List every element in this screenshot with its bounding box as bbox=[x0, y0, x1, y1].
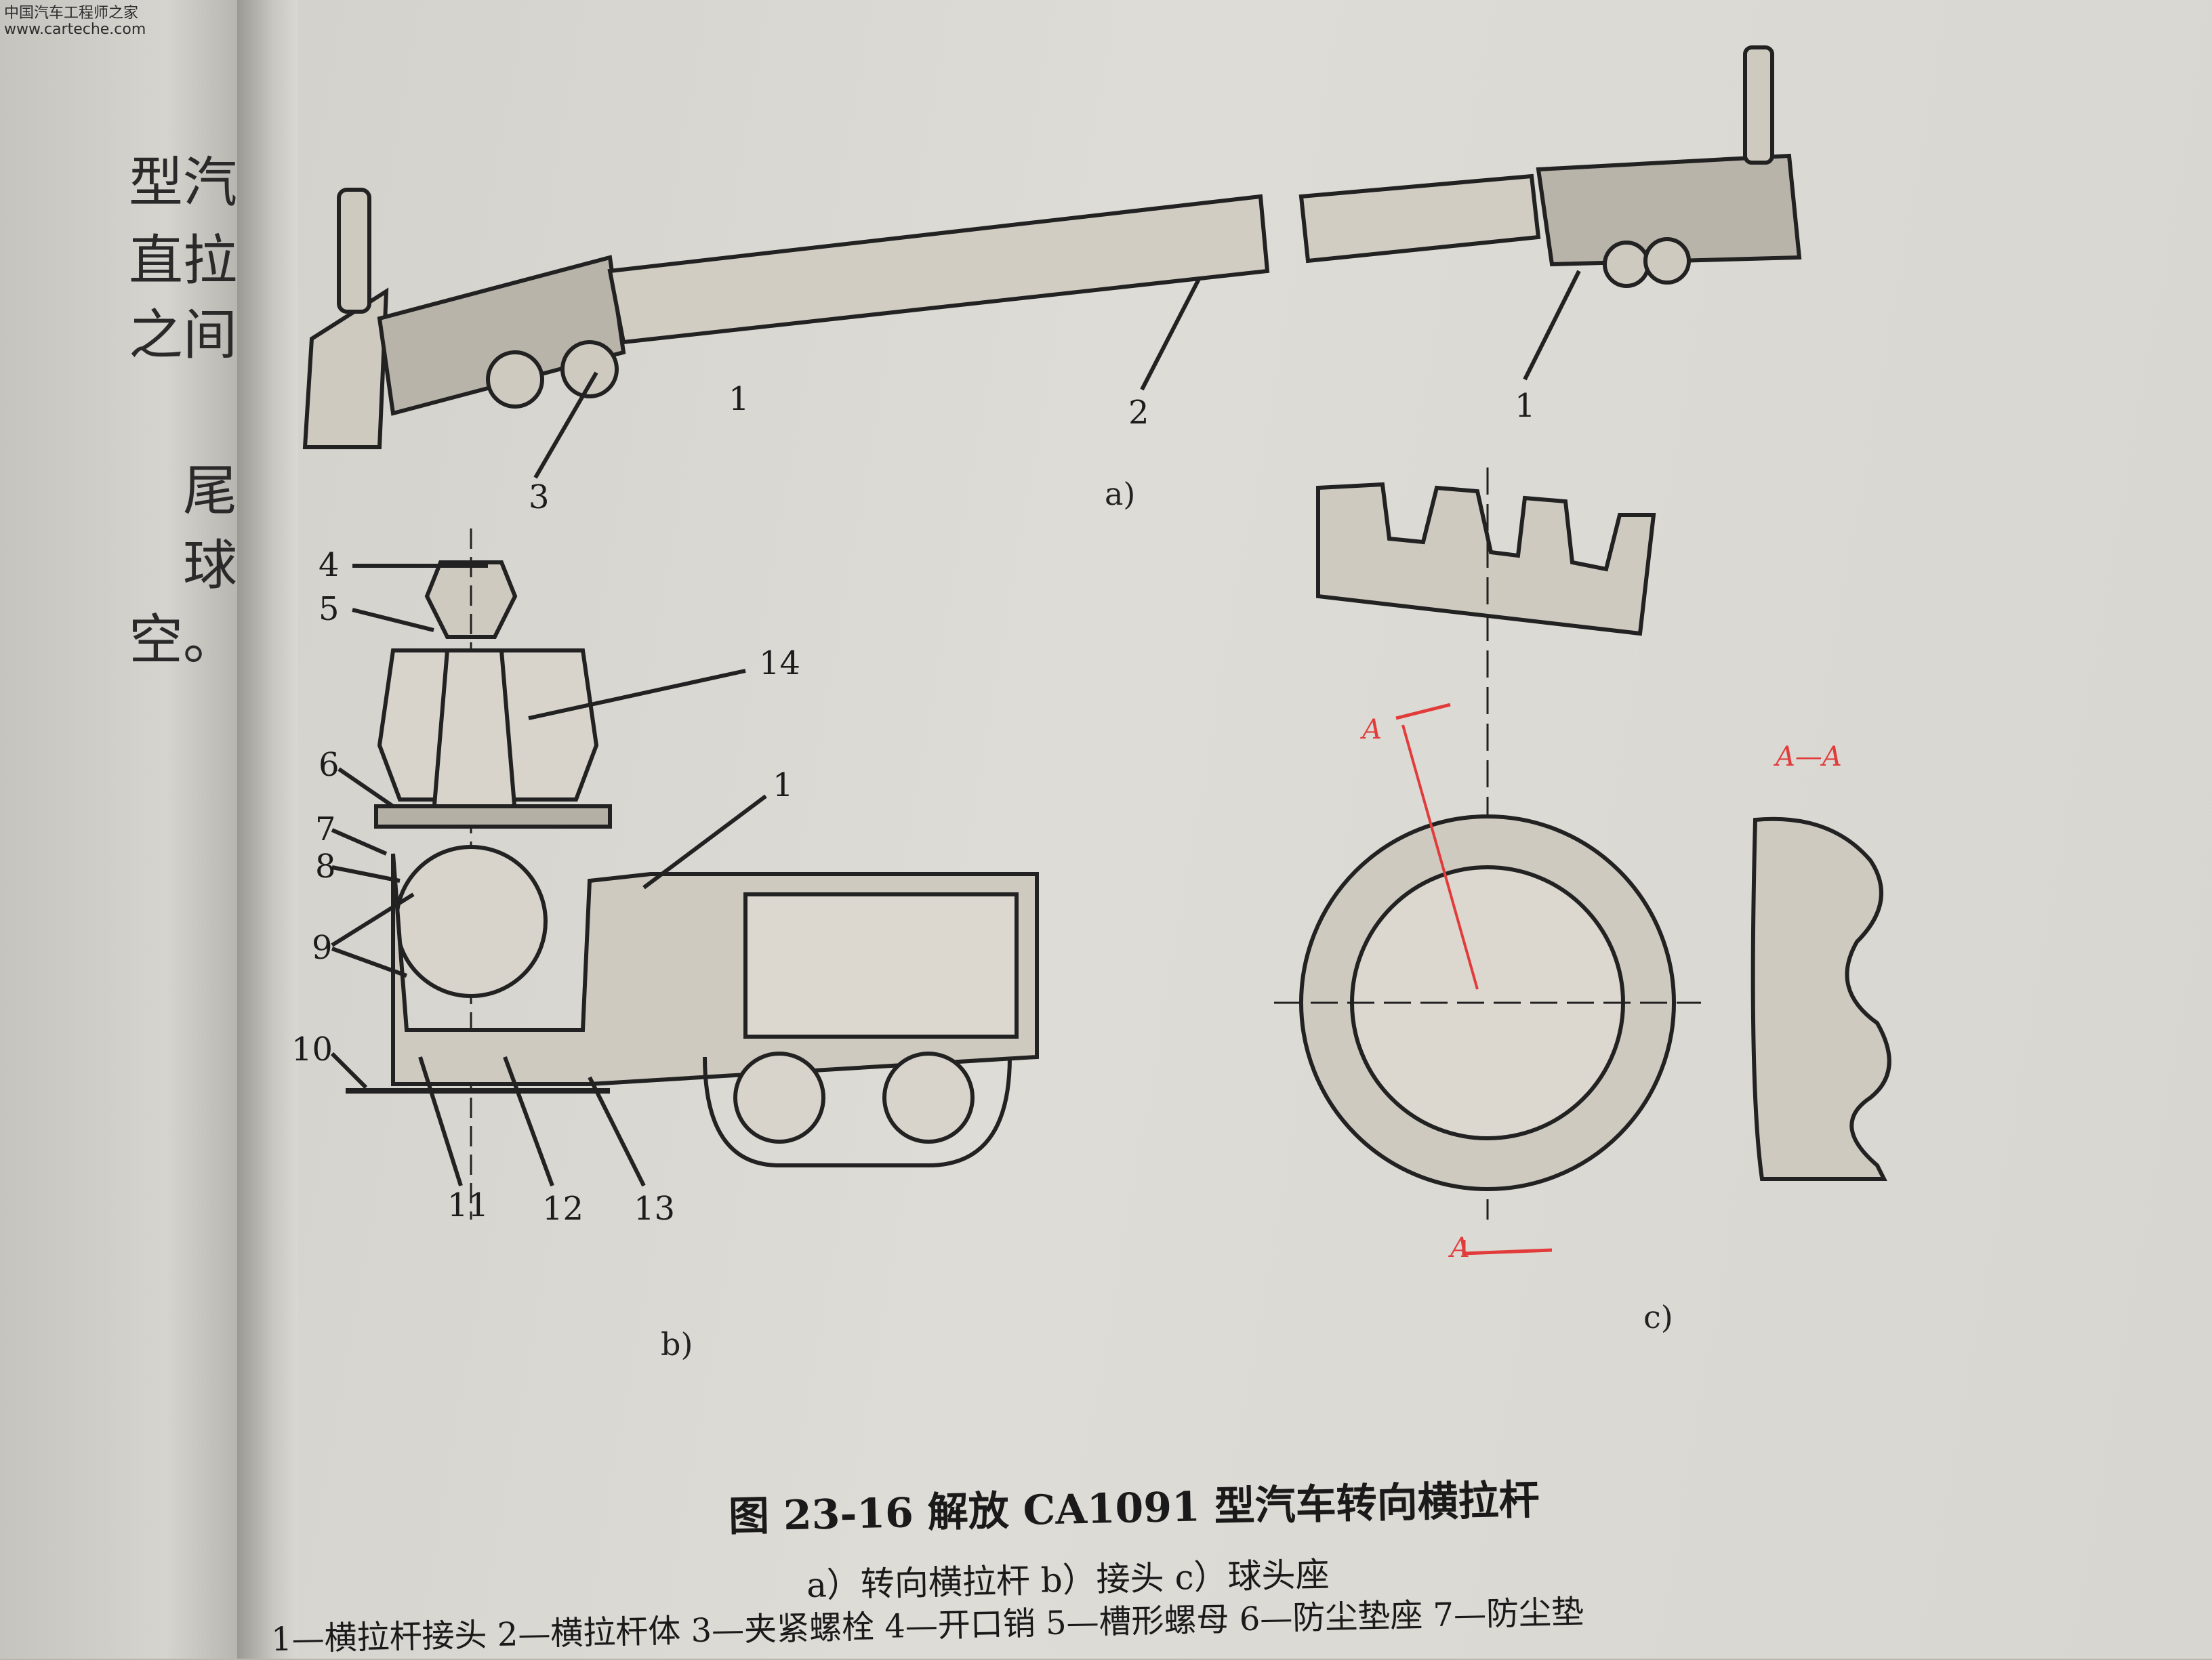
left-page: 型汽 直拉 之间 尾 球 空。 bbox=[0, 0, 237, 1659]
tie-rod-tube-right bbox=[1298, 173, 1541, 264]
section-mark bbox=[1395, 703, 1451, 720]
leader-line bbox=[331, 828, 388, 856]
section-label-a-top: A bbox=[1359, 714, 1382, 745]
ball-head bbox=[394, 845, 548, 998]
leader-line bbox=[418, 1056, 463, 1186]
ball-seat-side-view bbox=[1316, 482, 1656, 636]
clamp-lug-outline bbox=[703, 1056, 1012, 1167]
leader-line bbox=[337, 767, 394, 808]
part-label-1: 1 bbox=[729, 380, 750, 418]
subfigure-label-b: b) bbox=[661, 1326, 693, 1363]
figure-b-joint-section bbox=[330, 528, 1039, 1220]
dust-cover-seat bbox=[374, 804, 612, 829]
subfigure-label-c: c) bbox=[1643, 1299, 1673, 1335]
watermark: 中国汽车工程师之家 www.carteche.com bbox=[4, 5, 146, 38]
leader-line bbox=[642, 794, 767, 890]
leader-line bbox=[331, 865, 401, 883]
leader-line bbox=[528, 669, 746, 720]
threaded-bore bbox=[743, 892, 1019, 1039]
ball-seat-section-view bbox=[1750, 816, 1891, 1181]
right-end-housing bbox=[1536, 153, 1802, 267]
figure-c-ball-seat bbox=[1274, 468, 1891, 1256]
part-label-11: 11 bbox=[447, 1186, 489, 1224]
leader-line bbox=[330, 1052, 368, 1090]
right-ball-stud bbox=[1743, 45, 1774, 165]
clamp-bolt-head bbox=[1603, 241, 1650, 288]
clamp-bolt-head bbox=[560, 340, 619, 398]
part-label-10: 10 bbox=[291, 1031, 333, 1068]
clamp-bolt-head bbox=[486, 350, 544, 409]
leader-line bbox=[588, 1076, 646, 1187]
left-page-line: 空。 bbox=[129, 608, 237, 671]
book-spine bbox=[237, 0, 298, 1659]
clamp-bolt-head bbox=[1643, 237, 1691, 285]
leader-line bbox=[331, 892, 415, 947]
part-label-4: 4 bbox=[319, 546, 340, 584]
left-page-line: 直拉 bbox=[129, 229, 237, 292]
part-label-14: 14 bbox=[759, 644, 800, 682]
leader-line bbox=[503, 1056, 554, 1187]
clamp-hole bbox=[882, 1052, 975, 1144]
part-label-1b: 1 bbox=[1515, 387, 1536, 425]
section-mark bbox=[1462, 1240, 1553, 1256]
part-label-9: 9 bbox=[312, 929, 333, 967]
left-threaded-collar bbox=[377, 255, 626, 416]
section-label-a-bottom: A bbox=[1448, 1232, 1470, 1264]
part-label-13: 13 bbox=[634, 1190, 675, 1228]
leader-line bbox=[1523, 270, 1581, 381]
left-ball-stud bbox=[337, 188, 371, 314]
left-page-line: 尾 bbox=[183, 459, 237, 522]
figure-a-tie-rod bbox=[302, 45, 1802, 479]
watermark-line: www.carteche.com bbox=[4, 21, 146, 38]
section-line bbox=[1401, 724, 1479, 990]
leader-line bbox=[533, 371, 598, 479]
ball-stud-shank bbox=[431, 648, 518, 815]
part-label-1c: 1 bbox=[773, 766, 794, 804]
part-label-5: 5 bbox=[319, 590, 340, 628]
part-label-7: 7 bbox=[315, 810, 336, 848]
watermark-line: 中国汽车工程师之家 bbox=[4, 5, 139, 22]
tie-rod-tube bbox=[607, 194, 1270, 345]
leader-line bbox=[352, 608, 434, 632]
leader-line bbox=[331, 947, 408, 978]
clamp-hole bbox=[733, 1052, 825, 1144]
left-page-line: 型汽 bbox=[129, 151, 237, 214]
part-label-3: 3 bbox=[529, 478, 550, 516]
left-page-line: 之间 bbox=[129, 304, 237, 367]
part-label-2: 2 bbox=[1128, 394, 1149, 432]
section-label-aa: A—A bbox=[1773, 741, 1842, 772]
part-label-8: 8 bbox=[315, 848, 336, 886]
subfigure-label-a: a) bbox=[1105, 476, 1135, 512]
part-label-12: 12 bbox=[542, 1190, 583, 1228]
left-page-line: 球 bbox=[183, 534, 237, 597]
left-end-housing bbox=[302, 287, 389, 449]
leader-line bbox=[1140, 276, 1202, 391]
part-label-6: 6 bbox=[319, 746, 340, 784]
